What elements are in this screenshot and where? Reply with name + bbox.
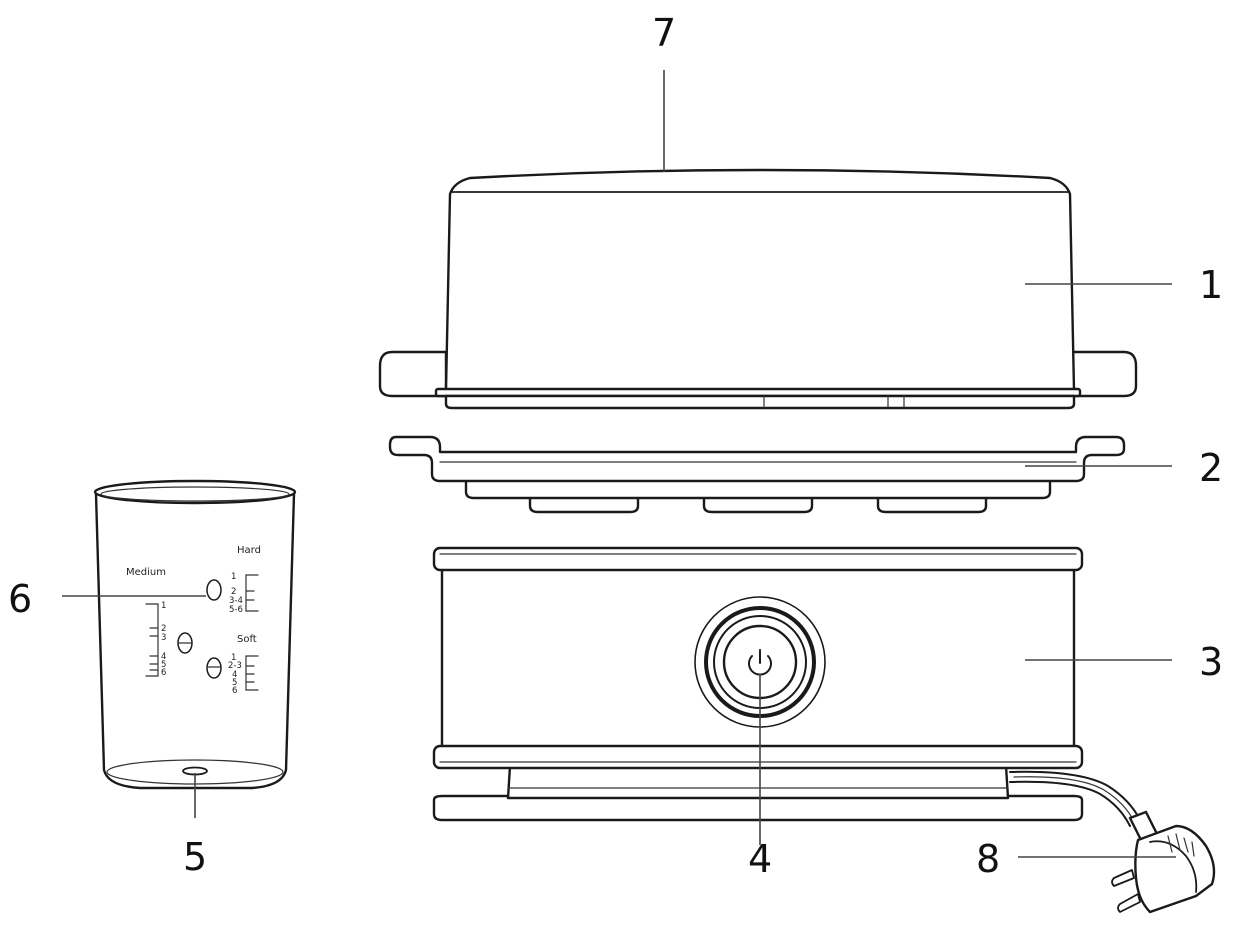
hard-mark-2: 2	[231, 587, 236, 597]
callout-4: 4	[748, 837, 772, 881]
cup-rim	[93, 479, 297, 505]
callout-1: 1	[1199, 263, 1223, 307]
medium-mark-1: 1	[161, 601, 166, 611]
soft-mark-4: 5	[232, 678, 237, 688]
callout-2: 2	[1199, 446, 1223, 490]
medium-mark-4: 4	[161, 652, 166, 662]
egg-tray	[388, 435, 1126, 514]
base-bottom-band	[432, 744, 1084, 770]
medium-mark-3: 3	[161, 633, 166, 643]
measuring-cup: Medium 1 2 3 4 5 6 Hard 1 2 3-4 5-6 Soft…	[93, 479, 297, 790]
soft-mark-2: 2-3	[228, 661, 242, 671]
medium-mark-5: 5	[161, 660, 166, 670]
scale-title-medium: Medium	[126, 567, 166, 578]
hard-mark-4: 5-6	[229, 605, 243, 615]
scale-title-hard: Hard	[237, 545, 261, 556]
soft-mark-5: 6	[232, 686, 237, 696]
soft-mark-1: 1	[231, 653, 236, 663]
callout-3: 3	[1199, 640, 1223, 684]
egg-icon-hard	[206, 579, 222, 601]
soft-mark-3: 4	[232, 670, 237, 680]
lid-right-handle	[1068, 350, 1138, 398]
lid-bottom-band	[444, 394, 1076, 410]
callout-7: 7	[652, 11, 676, 55]
cup-rim-inner	[100, 486, 290, 502]
cup-body	[94, 492, 296, 790]
lid-left-handle	[378, 350, 448, 398]
scale-title-soft: Soft	[237, 634, 257, 645]
tray-plate	[388, 435, 1126, 483]
hard-mark-3: 3-4	[229, 596, 243, 606]
callout-6: 6	[8, 577, 32, 621]
power-button[interactable]	[694, 596, 826, 728]
leader-lines	[62, 70, 1176, 858]
base	[432, 546, 1084, 822]
power-cord	[1009, 770, 1141, 827]
base-neck	[506, 764, 1010, 800]
callout-5: 5	[183, 835, 207, 879]
power-plug-icon	[1111, 810, 1216, 914]
base-foot	[432, 794, 1084, 822]
hard-mark-1: 1	[231, 572, 236, 582]
lid-dome	[444, 168, 1076, 392]
callout-8: 8	[976, 837, 1000, 881]
lid	[378, 168, 1138, 410]
medium-mark-6: 6	[161, 668, 166, 678]
egg-icon-soft	[206, 657, 222, 679]
base-top-band	[432, 546, 1084, 572]
callout-numbers: 1 2 3 4 5 6 7 8	[8, 11, 1223, 881]
medium-mark-2: 2	[161, 624, 166, 634]
